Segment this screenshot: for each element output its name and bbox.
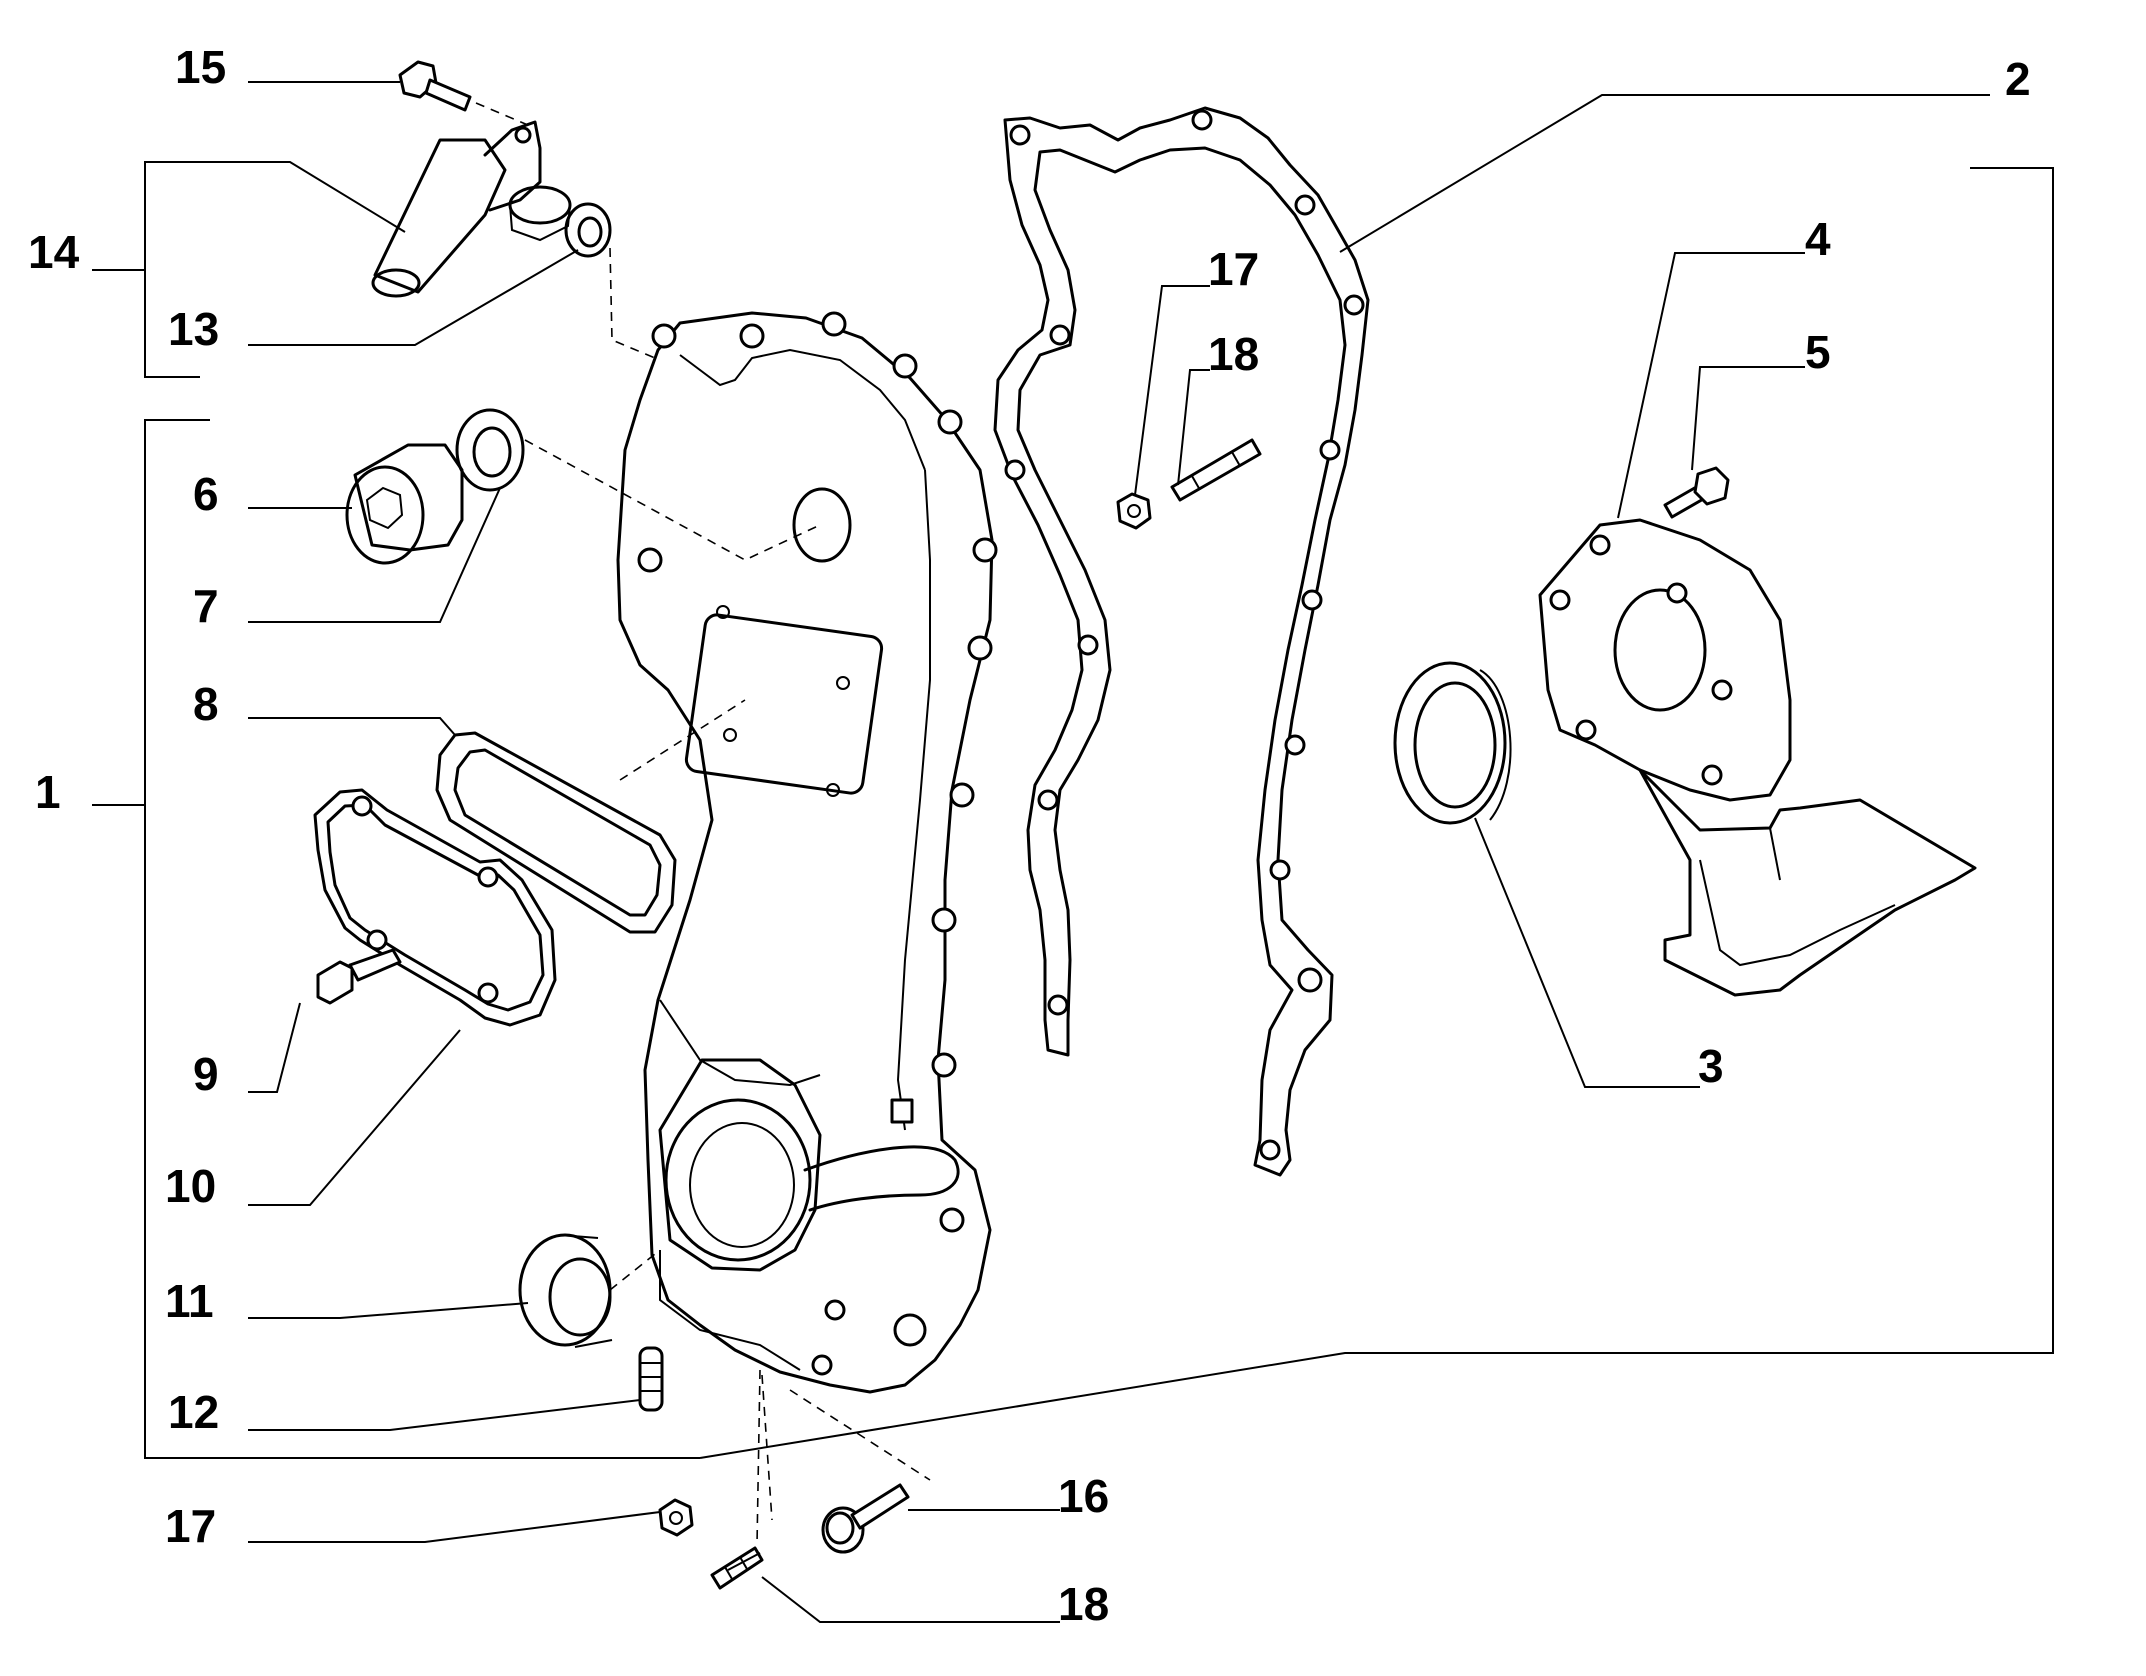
callout-6: 6 — [193, 468, 219, 520]
callout-1: 1 — [35, 766, 61, 818]
washer-part-7[interactable] — [455, 408, 525, 492]
callout-13: 13 — [168, 303, 219, 355]
stud-part-18-upper[interactable] — [1170, 438, 1262, 502]
dowel-part-12[interactable] — [638, 1346, 664, 1412]
crankshaft-seal[interactable] — [1393, 661, 1512, 825]
callout-18-upper: 18 — [1208, 328, 1259, 380]
callout-17-lower: 17 — [165, 1500, 216, 1552]
stud-part-18-lower[interactable] — [710, 1546, 764, 1590]
callout-5: 5 — [1805, 326, 1831, 378]
callout-14: 14 — [28, 226, 80, 278]
callout-15: 15 — [175, 41, 226, 93]
callout-12: 12 — [168, 1386, 219, 1438]
callout-18-lower: 18 — [1058, 1578, 1109, 1630]
bolt-part-5[interactable] — [1663, 466, 1730, 519]
callout-9: 9 — [193, 1048, 219, 1100]
callout-17-upper: 17 — [1208, 243, 1259, 295]
callout-8: 8 — [193, 678, 219, 730]
callout-4: 4 — [1805, 213, 1831, 265]
leader-lines — [145, 81, 1990, 1623]
callout-16: 16 — [1058, 1470, 1109, 1522]
bolt-part-16[interactable] — [821, 1483, 910, 1554]
gasket-part-8[interactable] — [435, 731, 677, 934]
callout-3: 3 — [1698, 1040, 1724, 1092]
callout-10: 10 — [165, 1160, 216, 1212]
group-bracket-1 — [92, 419, 700, 1459]
nut-part-17-lower[interactable] — [658, 1498, 694, 1537]
callout-11: 11 — [165, 1275, 214, 1327]
bolt-part-15[interactable] — [398, 60, 472, 112]
pipe-part-14[interactable] — [371, 120, 572, 298]
nut-part-17-upper[interactable] — [1116, 492, 1152, 530]
rear-seal-carrier[interactable] — [1538, 518, 1977, 997]
plug-part-6[interactable] — [345, 443, 464, 565]
callout-2: 2 — [2005, 53, 2031, 105]
callout-labels: 15 14 13 6 7 8 1 9 10 11 12 17 16 18 2 4… — [28, 41, 2031, 1630]
seal-part-11[interactable] — [518, 1233, 613, 1348]
timing-cover-housing[interactable] — [616, 311, 998, 1394]
cover-plate-part-10[interactable] — [313, 788, 557, 1027]
washer-part-13[interactable] — [564, 202, 612, 258]
callout-7: 7 — [193, 580, 219, 632]
timing-cover-gasket[interactable] — [993, 106, 1370, 1177]
bolt-part-9[interactable] — [316, 948, 402, 1005]
group-bracket-rear — [699, 167, 2054, 1459]
assembly-lines — [475, 102, 931, 1546]
